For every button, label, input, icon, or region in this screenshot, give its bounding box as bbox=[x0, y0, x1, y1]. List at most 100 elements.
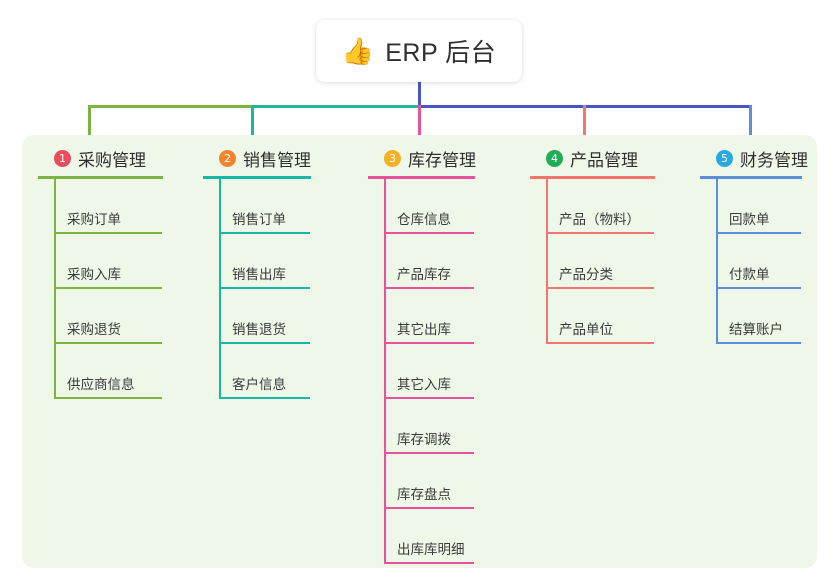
leaf-item-rule bbox=[548, 232, 654, 234]
leaf-item-label: 客户信息 bbox=[232, 376, 286, 392]
connector-trunk-teal bbox=[251, 105, 420, 108]
column-badge-5: 5 bbox=[716, 150, 733, 167]
column-rule-3 bbox=[368, 176, 475, 179]
leaf-item-label: 采购退货 bbox=[67, 321, 121, 337]
leaf-item-label: 产品（物料） bbox=[559, 211, 640, 227]
leaf-item-label: 产品分类 bbox=[559, 266, 613, 282]
root-node-card[interactable]: 👍 ERP 后台 bbox=[316, 20, 522, 82]
leaf-item[interactable]: 采购订单 bbox=[54, 179, 178, 234]
column-rule-1 bbox=[38, 176, 163, 179]
leaf-item[interactable]: 回款单 bbox=[716, 179, 817, 234]
connector-drop-column-4 bbox=[583, 105, 586, 141]
column-1: 1 采购管理采购订单采购入库采购退货供应商信息 bbox=[38, 146, 178, 399]
column-title-4: 产品管理 bbox=[570, 151, 638, 170]
column-spine-4 bbox=[546, 179, 548, 344]
column-4: 4 产品管理产品（物料） 产品分类产品单位 bbox=[530, 146, 670, 344]
column-badge-1: 1 bbox=[54, 150, 71, 167]
leaf-item[interactable]: 出库库明细 bbox=[384, 509, 490, 564]
column-2: 2 销售管理销售订单销售出库销售退货客户信息 bbox=[203, 146, 326, 399]
leaf-item[interactable]: 库存盘点 bbox=[384, 454, 490, 509]
leaf-item-label: 付款单 bbox=[729, 266, 770, 282]
leaf-item-label: 回款单 bbox=[729, 211, 770, 227]
leaf-item-rule bbox=[221, 232, 310, 234]
diagram-panel bbox=[22, 135, 817, 568]
leaf-item-rule bbox=[386, 452, 474, 454]
leaf-item-label: 产品单位 bbox=[559, 321, 613, 337]
leaf-item[interactable]: 产品库存 bbox=[384, 234, 490, 289]
column-title-5: 财务管理 bbox=[740, 151, 808, 170]
column-items-1: 采购订单采购入库采购退货供应商信息 bbox=[38, 179, 178, 399]
leaf-item-rule bbox=[386, 287, 474, 289]
leaf-item-rule bbox=[718, 287, 801, 289]
leaf-item-rule bbox=[386, 397, 474, 399]
column-header-1[interactable]: 1 采购管理 bbox=[38, 146, 178, 171]
leaf-item[interactable]: 销售退货 bbox=[219, 289, 326, 344]
root-title: ERP 后台 bbox=[385, 39, 497, 67]
column-items-4: 产品（物料） 产品分类产品单位 bbox=[530, 179, 670, 344]
leaf-item-label: 销售订单 bbox=[232, 211, 286, 227]
leaf-item[interactable]: 采购入库 bbox=[54, 234, 178, 289]
leaf-item-label: 销售退货 bbox=[232, 321, 286, 337]
column-items-3: 仓库信息产品库存其它出库其它入库库存调拨库存盘点出库库明细 bbox=[368, 179, 490, 564]
leaf-item-label: 仓库信息 bbox=[397, 211, 451, 227]
leaf-item[interactable]: 库存调拨 bbox=[384, 399, 490, 454]
leaf-item[interactable]: 采购退货 bbox=[54, 289, 178, 344]
column-header-5[interactable]: 5 财务管理 bbox=[700, 146, 817, 171]
leaf-item-rule bbox=[386, 342, 474, 344]
leaf-item-label: 销售出库 bbox=[232, 266, 286, 282]
leaf-item[interactable]: 供应商信息 bbox=[54, 344, 178, 399]
column-items-2: 销售订单销售出库销售退货客户信息 bbox=[203, 179, 326, 399]
column-rule-5 bbox=[700, 176, 802, 179]
leaf-item-rule bbox=[56, 232, 162, 234]
leaf-item-rule bbox=[56, 342, 162, 344]
leaf-item-rule bbox=[386, 507, 474, 509]
column-title-2: 销售管理 bbox=[243, 151, 311, 170]
column-title-3: 库存管理 bbox=[408, 151, 476, 170]
leaf-item[interactable]: 结算账户 bbox=[716, 289, 817, 344]
column-3: 3 库存管理仓库信息产品库存其它出库其它入库库存调拨库存盘点出库库明细 bbox=[368, 146, 490, 564]
column-rule-4 bbox=[530, 176, 655, 179]
leaf-item[interactable]: 其它出库 bbox=[384, 289, 490, 344]
connector-drop-column-5 bbox=[749, 105, 752, 141]
leaf-item-label: 供应商信息 bbox=[67, 376, 135, 392]
leaf-item-label: 库存盘点 bbox=[397, 486, 451, 502]
leaf-item-rule bbox=[56, 397, 162, 399]
column-title-1: 采购管理 bbox=[78, 151, 146, 170]
leaf-item[interactable]: 销售出库 bbox=[219, 234, 326, 289]
connector-drop-column-1 bbox=[88, 105, 91, 141]
column-header-4[interactable]: 4 产品管理 bbox=[530, 146, 670, 171]
leaf-item[interactable]: 其它入库 bbox=[384, 344, 490, 399]
connector-trunk-green bbox=[88, 105, 253, 108]
connector-root-stem bbox=[418, 82, 421, 106]
column-badge-3: 3 bbox=[384, 150, 401, 167]
column-badge-4: 4 bbox=[546, 150, 563, 167]
leaf-item-label: 结算账户 bbox=[729, 321, 783, 337]
leaf-item[interactable]: 产品分类 bbox=[546, 234, 670, 289]
leaf-item-label: 采购入库 bbox=[67, 266, 121, 282]
leaf-item[interactable]: 产品（物料） bbox=[546, 179, 670, 234]
leaf-item[interactable]: 客户信息 bbox=[219, 344, 326, 399]
column-items-5: 回款单付款单结算账户 bbox=[700, 179, 817, 344]
column-spine-1 bbox=[54, 179, 56, 399]
leaf-item-rule bbox=[718, 232, 801, 234]
column-spine-2 bbox=[219, 179, 221, 399]
leaf-item[interactable]: 付款单 bbox=[716, 234, 817, 289]
column-header-3[interactable]: 3 库存管理 bbox=[368, 146, 490, 171]
leaf-item-label: 产品库存 bbox=[397, 266, 451, 282]
leaf-item-rule bbox=[56, 287, 162, 289]
leaf-item-rule bbox=[221, 397, 310, 399]
column-badge-2: 2 bbox=[219, 150, 236, 167]
leaf-item-label: 其它出库 bbox=[397, 321, 451, 337]
column-spine-5 bbox=[716, 179, 718, 344]
leaf-item-rule bbox=[548, 342, 654, 344]
leaf-item-label: 出库库明细 bbox=[397, 541, 465, 557]
leaf-item[interactable]: 产品单位 bbox=[546, 289, 670, 344]
column-5: 5 财务管理回款单付款单结算账户 bbox=[700, 146, 817, 344]
connector-drop-column-2 bbox=[251, 105, 254, 141]
leaf-item[interactable]: 销售订单 bbox=[219, 179, 326, 234]
column-header-2[interactable]: 2 销售管理 bbox=[203, 146, 326, 171]
leaf-item-rule bbox=[718, 342, 801, 344]
leaf-item-rule bbox=[221, 287, 310, 289]
column-rule-2 bbox=[203, 176, 311, 179]
leaf-item[interactable]: 仓库信息 bbox=[384, 179, 490, 234]
